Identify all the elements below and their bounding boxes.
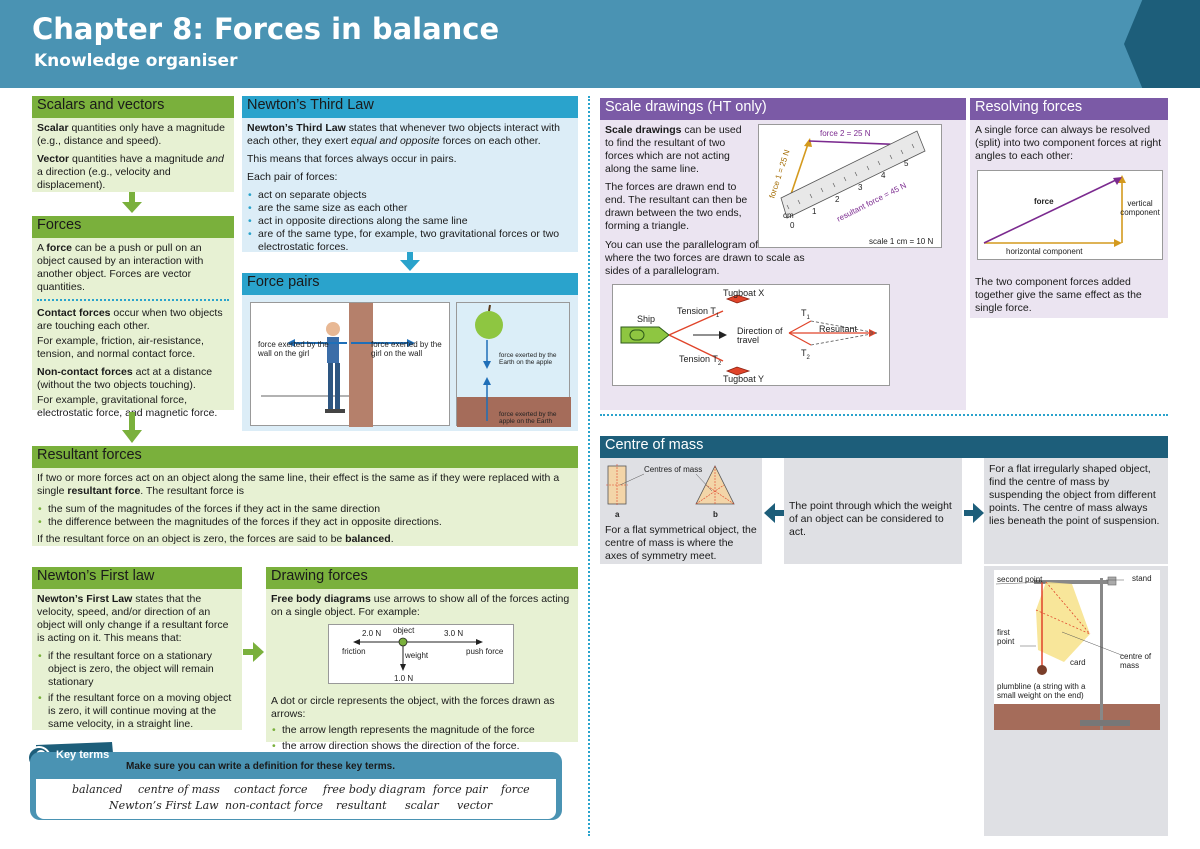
arrow-right-green bbox=[243, 640, 265, 664]
page-header: Chapter 8: Forces in balance Knowledge o… bbox=[0, 0, 1200, 88]
resultant-box: Resultant forces If two or more forces a… bbox=[32, 446, 578, 546]
com-irregular: For a flat irregularly shaped object, fi… bbox=[984, 458, 1168, 564]
free-body-diagram: 2.0 N object 3.0 N friction weight push … bbox=[328, 624, 514, 684]
newton1-box: Newton’s First law Newton’s First Law st… bbox=[32, 567, 242, 730]
tugboat-diagram: Ship Tugboat X Tugboat Y Tension T1 Tens… bbox=[612, 284, 890, 386]
plumbline-diagram: second point stand first point card cent… bbox=[994, 570, 1160, 730]
resultant-title: Resultant forces bbox=[32, 446, 578, 468]
key-terms-instruction: Make sure you can write a definition for… bbox=[126, 761, 395, 772]
arrow-right-navy bbox=[964, 502, 984, 524]
scalars-box: Scalars and vectors Scalar quantities on… bbox=[32, 96, 234, 192]
com-plumbline-panel: second point stand first point card cent… bbox=[984, 566, 1168, 836]
newton3-title: Newton’s Third Law bbox=[242, 96, 578, 118]
list-item: if the resultant force on a moving objec… bbox=[37, 692, 237, 731]
list-item: act on separate objects bbox=[247, 189, 573, 202]
list-item: are of the same type, for example, two g… bbox=[247, 228, 573, 254]
newton3-box: Newton’s Third Law Newton’s Third Law st… bbox=[242, 96, 578, 254]
girl-wall-diagram: force exerted by the wall on the girl fo… bbox=[250, 302, 450, 427]
key-terms-title: Key terms bbox=[56, 749, 110, 761]
scale-drawings-box: Scale drawings (HT only) Scale drawings … bbox=[600, 98, 966, 410]
wall-on-girl-label: force exerted by the wall on the girl bbox=[258, 340, 329, 358]
list-item: act in opposite directions along the sam… bbox=[247, 215, 573, 228]
forces-box: Forces A force can be a push or pull on … bbox=[32, 216, 234, 419]
scale-drawings-title: Scale drawings (HT only) bbox=[600, 98, 966, 120]
com-definition: The point through which the weight of an… bbox=[784, 458, 962, 564]
girl-on-wall-label: force exerted by the girl on the wall bbox=[371, 340, 442, 358]
com-title: Centre of mass bbox=[600, 436, 1168, 458]
page-title: Chapter 8: Forces in balance bbox=[32, 12, 500, 46]
force-pairs-box: Force pairs force exerted by the wall on… bbox=[242, 273, 578, 431]
newton1-title: Newton’s First law bbox=[32, 567, 242, 589]
resolving-title: Resolving forces bbox=[970, 98, 1168, 120]
scalars-title: Scalars and vectors bbox=[32, 96, 234, 118]
arrow-down-green bbox=[120, 192, 144, 214]
header-tab bbox=[1124, 0, 1200, 88]
page-subtitle: Knowledge organiser bbox=[34, 51, 238, 71]
list-item: the difference between the magnitudes of… bbox=[37, 516, 573, 529]
list-item: are the same size as each other bbox=[247, 202, 573, 215]
arrow-down-green-2 bbox=[120, 412, 144, 444]
com-box: Centre of mass bbox=[600, 436, 1168, 466]
list-item: the arrow direction shows the direction … bbox=[271, 740, 573, 753]
resolving-box: Resolving forces A single force can alwa… bbox=[970, 98, 1168, 318]
com-symmetric: Centres of mass a b For a flat symmetric… bbox=[600, 458, 762, 564]
scale-triangle-diagram: force 2 = 25 N force 1 = 25 N resultant … bbox=[758, 124, 942, 248]
column-separator bbox=[588, 96, 590, 836]
key-terms-box: balanced centre of mass contact force fr… bbox=[30, 752, 562, 820]
apple-earth-diagram: force exerted by the Earth on the apple … bbox=[456, 302, 571, 427]
drawing-forces-box: Drawing forces Free body diagrams use ar… bbox=[266, 567, 578, 753]
drawing-forces-title: Drawing forces bbox=[266, 567, 578, 589]
section-separator bbox=[600, 414, 1168, 416]
arrow-down-blue bbox=[398, 252, 422, 272]
forces-title: Forces bbox=[32, 216, 234, 238]
resolving-diagram: force vertical component horizontal comp… bbox=[977, 170, 1163, 260]
list-item: the arrow length represents the magnitud… bbox=[271, 724, 573, 737]
earth-on-apple-label: force exerted by the Earth on the apple bbox=[499, 352, 557, 366]
arrow-left-navy bbox=[764, 502, 784, 524]
list-item: the sum of the magnitudes of the forces … bbox=[37, 503, 573, 516]
list-item: if the resultant force on a stationary o… bbox=[37, 650, 237, 689]
apple-on-earth-label: force exerted by the apple on the Earth bbox=[499, 411, 557, 425]
force-pairs-title: Force pairs bbox=[242, 273, 578, 295]
